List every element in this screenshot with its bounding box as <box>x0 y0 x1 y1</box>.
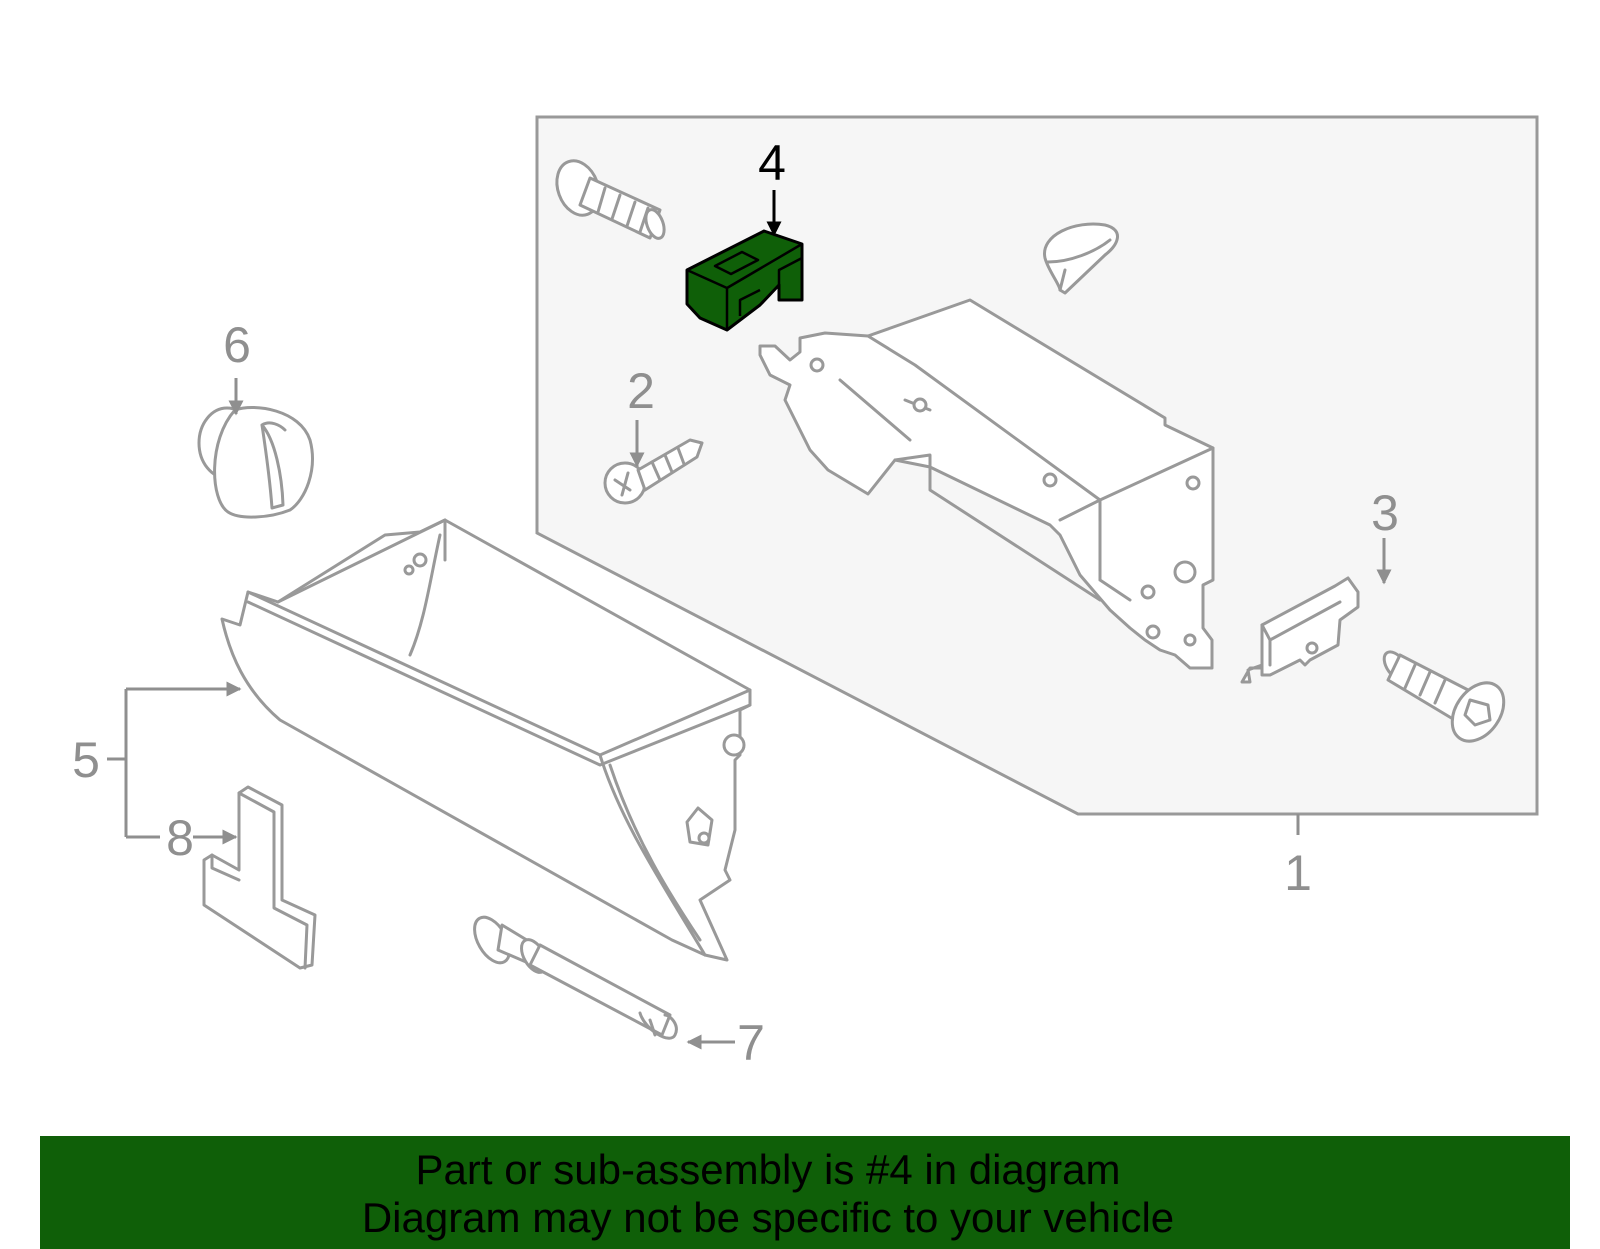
callout-6[interactable]: 6 <box>223 317 251 373</box>
info-banner: Part or sub-assembly is #4 in diagram Di… <box>40 1136 1570 1249</box>
callout-1[interactable]: 1 <box>1284 845 1312 901</box>
leader-5 <box>107 689 240 837</box>
banner-line-2: Diagram may not be specific to your vehi… <box>361 1194 1175 1241</box>
latch-part-4-icon[interactable] <box>685 229 804 332</box>
callout-8[interactable]: 8 <box>166 810 194 866</box>
callout-5[interactable]: 5 <box>72 732 100 788</box>
glove-box-door-part-5-icon <box>220 518 752 962</box>
banner-line-1: Part or sub-assembly is #4 in diagram <box>415 1146 1121 1193</box>
callout-3[interactable]: 3 <box>1371 485 1399 541</box>
damper-part-7-icon <box>473 915 678 1040</box>
screw-part-2-icon <box>603 438 704 505</box>
glove-box-housing-icon <box>758 298 1215 670</box>
callout-2[interactable]: 2 <box>627 363 655 419</box>
callout-7[interactable]: 7 <box>737 1015 765 1071</box>
callout-4[interactable]: 4 <box>758 135 786 191</box>
bracket-part-3-icon <box>1240 576 1360 684</box>
pad-part-8-icon <box>202 785 317 970</box>
clip-cap-icon <box>1043 222 1119 295</box>
bolt-right-icon <box>1382 650 1506 743</box>
bolt-upper-icon <box>555 159 666 240</box>
clip-part-6-icon <box>197 406 314 519</box>
